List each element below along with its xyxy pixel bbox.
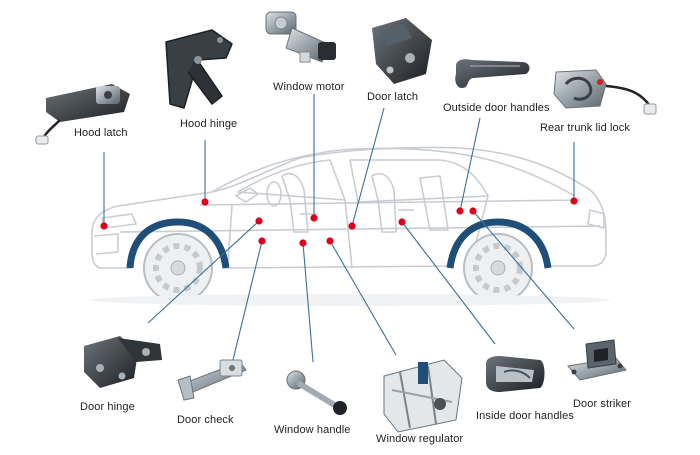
leader-lines xyxy=(103,94,575,369)
label-outside-door-handles: Outside door handles xyxy=(443,102,550,114)
label-window-regulator: Window regulator xyxy=(376,433,464,445)
marker-door-hinge xyxy=(255,217,263,225)
door-latch-part xyxy=(372,18,432,84)
part-markers xyxy=(100,197,578,247)
label-window-motor: Window motor xyxy=(273,81,345,93)
label-door-hinge: Door hinge xyxy=(80,401,135,413)
door-check-part xyxy=(177,359,247,401)
hood-latch-part xyxy=(35,84,130,145)
window-regulator-part xyxy=(383,359,463,433)
label-door-check: Door check xyxy=(177,414,234,426)
window-handle-part xyxy=(286,370,347,415)
label-window-handle: Window handle xyxy=(274,424,351,436)
hood-hinge-part xyxy=(165,29,233,109)
label-hood-latch: Hood latch xyxy=(74,127,128,139)
marker-hood-latch xyxy=(100,222,108,230)
label-rear-trunk-lid-lock: Rear trunk lid lock xyxy=(540,122,630,134)
marker-window-regulator xyxy=(326,237,334,245)
label-inside-door-handles: Inside door handles xyxy=(476,410,574,422)
marker-door-latch xyxy=(348,222,356,230)
outside-door-handle-part xyxy=(455,59,530,88)
marker-outside-door-handle xyxy=(456,207,464,215)
marker-hood-hinge xyxy=(201,198,209,206)
wheels xyxy=(90,218,610,306)
marker-door-check xyxy=(258,237,266,245)
inside-door-handle-part xyxy=(486,356,545,392)
door-hinge-part xyxy=(84,336,162,388)
marker-window-motor xyxy=(310,214,318,222)
label-door-latch: Door latch xyxy=(367,91,419,103)
label-hood-hinge: Hood hinge xyxy=(180,118,238,130)
marker-window-handle xyxy=(299,239,307,247)
door-striker-part xyxy=(567,339,627,381)
window-motor-part xyxy=(265,11,336,63)
trunk-lock-part xyxy=(553,69,657,115)
label-door-striker: Door striker xyxy=(573,398,632,410)
marker-trunk-lock xyxy=(570,197,578,205)
marker-inside-door-handle xyxy=(398,218,406,226)
marker-door-striker xyxy=(469,207,477,215)
